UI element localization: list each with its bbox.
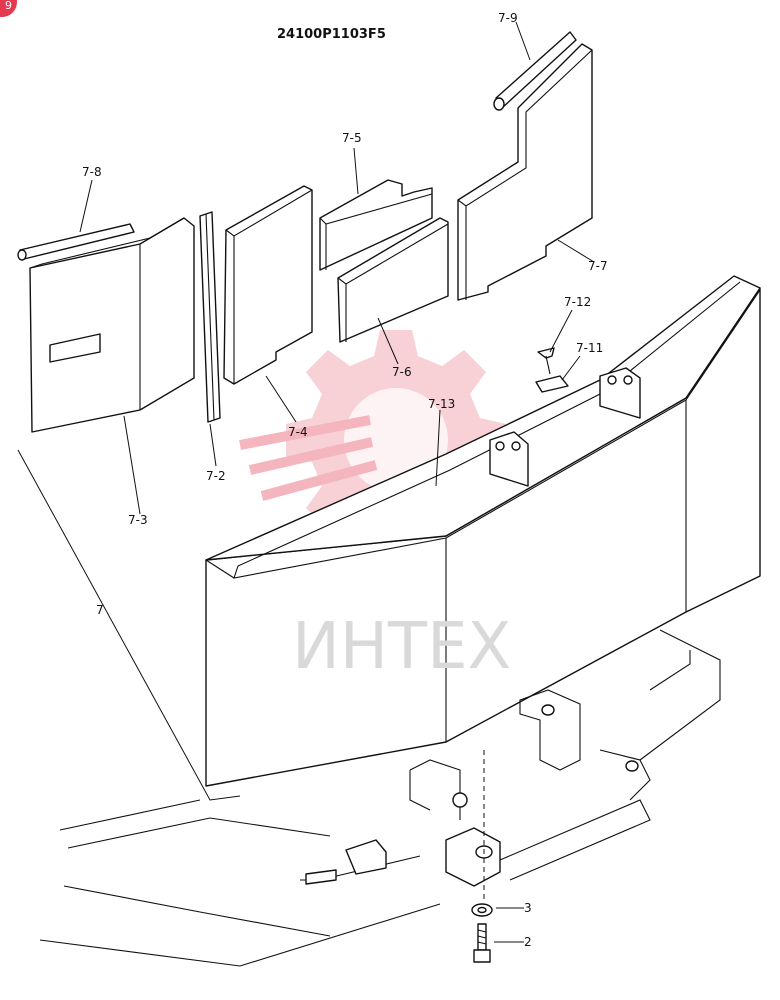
callout-7-4: 7-4 xyxy=(288,425,308,439)
corner-badge-text: 9 xyxy=(5,0,12,12)
callout-7-7: 7-7 xyxy=(588,259,608,273)
counterweight-body xyxy=(205,275,761,787)
part-7-12-bolt xyxy=(537,347,555,375)
callout-7-13: 7-13 xyxy=(428,397,455,411)
callout-7-2: 7-2 xyxy=(206,469,226,483)
part-7-3-plate xyxy=(29,217,195,433)
callout-7-8: 7-8 xyxy=(82,165,102,179)
callout-7: 7 xyxy=(96,603,104,617)
callout-7-3: 7-3 xyxy=(128,513,148,527)
mount-block xyxy=(445,827,501,887)
callout-3: 3 xyxy=(524,901,532,915)
corner-badge-circle xyxy=(0,0,17,17)
callout-7-9: 7-9 xyxy=(498,11,518,25)
watermark-text: ИНТЕХ xyxy=(292,610,511,684)
part-2-bolt xyxy=(473,923,491,963)
machine-frame xyxy=(39,629,721,967)
part-7-6-block xyxy=(337,217,449,343)
part-7-8-rod xyxy=(17,223,135,261)
part-7-3-slot xyxy=(49,333,101,363)
callout-7-12: 7-12 xyxy=(564,295,591,309)
part-7-7-plate xyxy=(457,43,593,301)
callout-7-11: 7-11 xyxy=(576,341,603,355)
part-7-9-rod xyxy=(493,31,577,111)
corner-badge: 9 xyxy=(0,0,17,17)
part-7-2-strip xyxy=(199,211,221,423)
part-7-5-block xyxy=(319,179,433,271)
watermark-gear-streaks xyxy=(239,415,378,501)
part-7-4-plate xyxy=(223,185,313,385)
part-3-washer xyxy=(471,903,493,917)
leader-lines xyxy=(17,21,595,943)
callout-7-6: 7-6 xyxy=(392,365,412,379)
callout-2: 2 xyxy=(524,935,532,949)
drawing-code: 24100P1103F5 xyxy=(277,27,386,42)
callout-7-5: 7-5 xyxy=(342,131,362,145)
